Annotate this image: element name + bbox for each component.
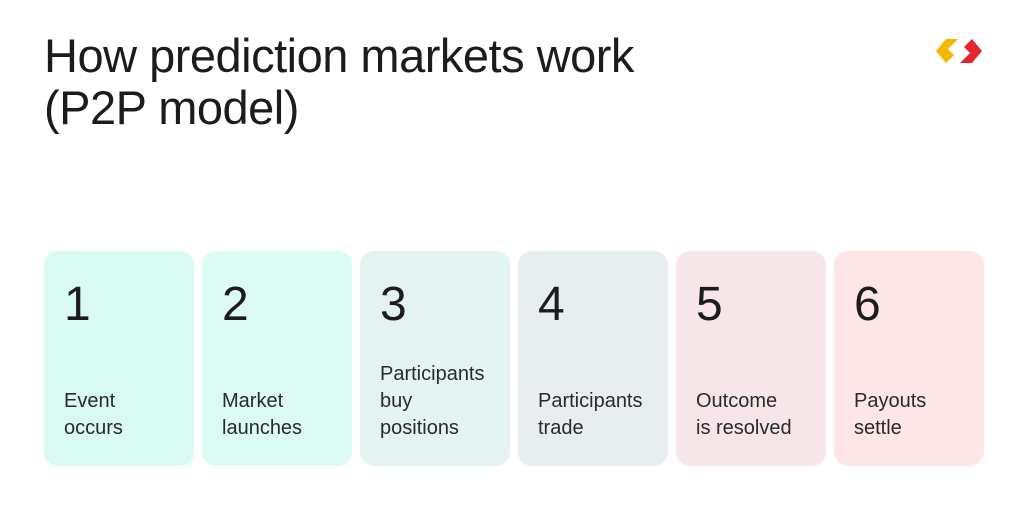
step-number: 2 (222, 278, 249, 331)
step-label: Participants trade (538, 388, 662, 442)
logo-yellow-mark (936, 39, 958, 63)
logo-red-mark (960, 39, 982, 63)
step-label: Participants buy positions (380, 361, 504, 442)
step-label-line: Outcome (696, 390, 778, 412)
step-number: 4 (538, 278, 565, 331)
brand-logo-icon (936, 39, 982, 63)
step-label-line: occurs (64, 417, 123, 439)
step-label-line: buy (380, 390, 413, 412)
title-line-2: (P2P model) (44, 81, 299, 134)
step-label-line: trade (538, 417, 584, 439)
step-label: Market launches (222, 388, 346, 442)
step-label-line: is resolved (696, 417, 792, 439)
step-number: 3 (380, 278, 407, 331)
step-number: 5 (696, 278, 723, 331)
step-label-line: Market (222, 390, 284, 412)
page-title: How prediction markets work (P2P model) (44, 30, 634, 134)
step-number: 6 (854, 278, 881, 331)
step-card-6: 6 Payouts settle (834, 251, 984, 466)
step-number: 1 (64, 278, 91, 331)
title-line-1: How prediction markets work (44, 29, 634, 82)
step-label-line: Event (64, 390, 116, 412)
step-card-3: 3 Participants buy positions (360, 251, 510, 466)
step-label: Outcome is resolved (696, 388, 820, 442)
step-label: Event occurs (64, 388, 188, 442)
step-card-5: 5 Outcome is resolved (676, 251, 826, 466)
step-label-line: Participants (538, 390, 643, 412)
step-label-line: launches (222, 417, 303, 439)
step-label: Payouts settle (854, 388, 978, 442)
step-card-4: 4 Participants trade (518, 251, 668, 466)
step-card-1: 1 Event occurs (44, 251, 194, 466)
step-label-line: Payouts (854, 390, 927, 412)
step-label-line: positions (380, 417, 459, 439)
steps-row: 1 Event occurs 2 Market launches 3 Parti… (44, 251, 984, 466)
step-label-line: settle (854, 417, 902, 439)
step-card-2: 2 Market launches (202, 251, 352, 466)
step-label-line: Participants (380, 363, 485, 385)
